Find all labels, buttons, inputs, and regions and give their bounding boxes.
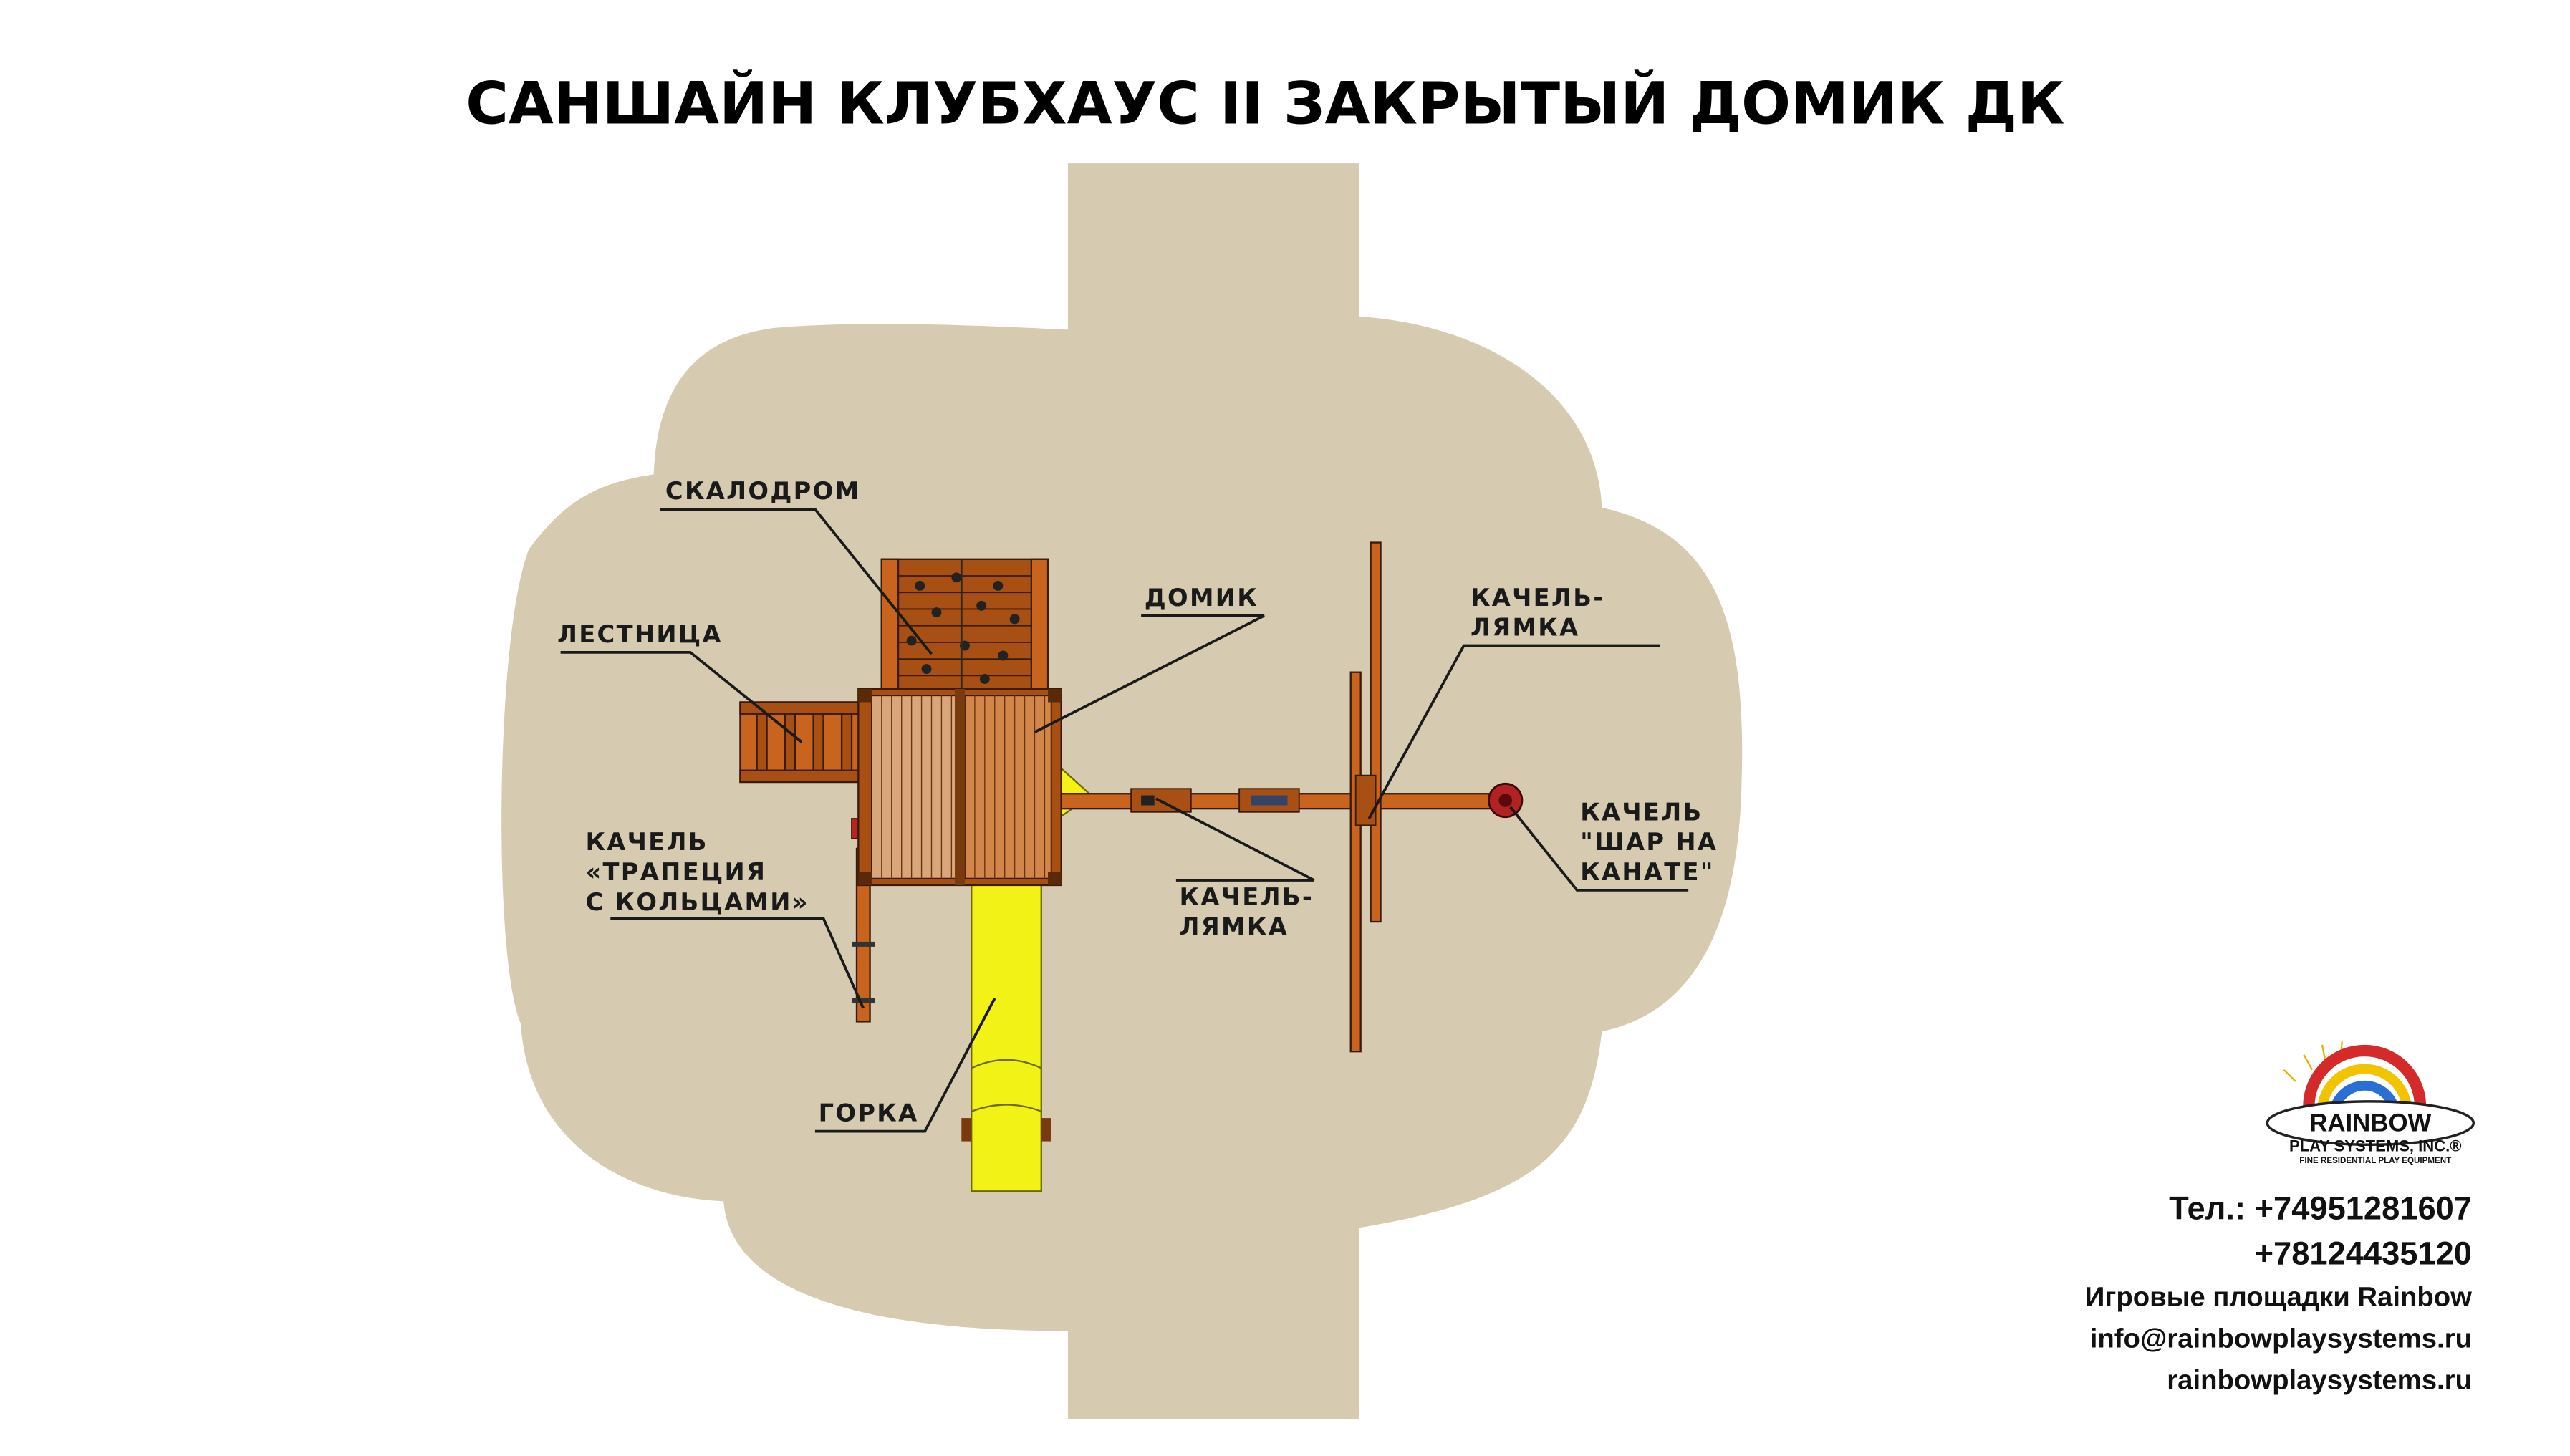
- label-belt-swing-center: КАЧЕЛЬ- ЛЯМКА: [1180, 883, 1324, 941]
- contact-website: rainbowplaysystems.ru: [2167, 1365, 2472, 1396]
- leader-lines: [560, 508, 1689, 1133]
- logo-brand: RAINBOW: [2309, 1109, 2431, 1137]
- label-belt-swing-right: КАЧЕЛЬ- ЛЯМКА: [1471, 584, 1615, 642]
- a-frame: [1349, 541, 1382, 1053]
- label-ball-swing-line-1: КАЧЕЛЬ: [1580, 798, 1703, 826]
- contacts-block: Тел.: +74951281607 +78124435120 Игровые …: [2085, 1190, 2472, 1396]
- label-ball-swing-line-2: "ШАР НА: [1580, 828, 1718, 856]
- ball-swing: [1488, 782, 1524, 819]
- label-belt-swing-center-line-2: ЛЯМКА: [1180, 913, 1289, 941]
- label-trapeze-swing-line-1: КАЧЕЛЬ: [585, 828, 708, 856]
- house: [857, 688, 1062, 887]
- contact-company-name: Игровые площадки Rainbow: [2085, 1282, 2472, 1313]
- rainbow-logo: RAINBOW PLAY SYSTEMS, INC.® FINE RESIDEN…: [2266, 1041, 2475, 1165]
- label-ball-swing: КАЧЕЛЬ "ШАР НА КАНАТЕ": [1580, 798, 1728, 886]
- contact-email: info@rainbowplaysystems.ru: [2090, 1324, 2472, 1354]
- cloud-icon: [2266, 1100, 2475, 1146]
- ladder: [739, 701, 861, 784]
- label-house: ДОМИК: [1145, 584, 1258, 612]
- label-climbing-wall: СКАЛОДРОМ: [665, 477, 860, 505]
- label-ladder: ЛЕСТНИЦА: [557, 620, 723, 648]
- contact-phone-1: Тел.: +74951281607: [2169, 1190, 2472, 1227]
- contact-phone-2: +78124435120: [2255, 1235, 2472, 1271]
- trapeze-swing-beam: [851, 818, 875, 1023]
- label-belt-swing-right-line-2: ЛЯМКА: [1471, 614, 1580, 642]
- safety-area: [501, 163, 1743, 1419]
- label-slide: ГОРКА: [819, 1099, 919, 1127]
- logo-tagline: FINE RESIDENTIAL PLAY EQUIPMENT: [2299, 1156, 2451, 1165]
- label-belt-swing-center-line-1: КАЧЕЛЬ-: [1180, 883, 1314, 911]
- label-trapeze-swing-line-2: «ТРАПЕЦИЯ: [585, 858, 766, 886]
- climbing-wall: [880, 558, 1049, 693]
- label-belt-swing-right-line-1: КАЧЕЛЬ-: [1471, 584, 1605, 612]
- logo-company: PLAY SYSTEMS, INC.®: [2289, 1137, 2461, 1155]
- label-trapeze-swing: КАЧЕЛЬ «ТРАПЕЦИЯ С КОЛЬЦАМИ»: [585, 828, 809, 916]
- label-trapeze-swing-line-3: С КОЛЬЦАМИ»: [585, 888, 809, 916]
- slide: [961, 881, 1051, 1192]
- page-title: САНШАЙН КЛУБХАУС II ЗАКРЫТЫЙ ДОМИК ДК: [466, 69, 2064, 138]
- label-ball-swing-line-3: КАНАТЕ": [1580, 858, 1715, 886]
